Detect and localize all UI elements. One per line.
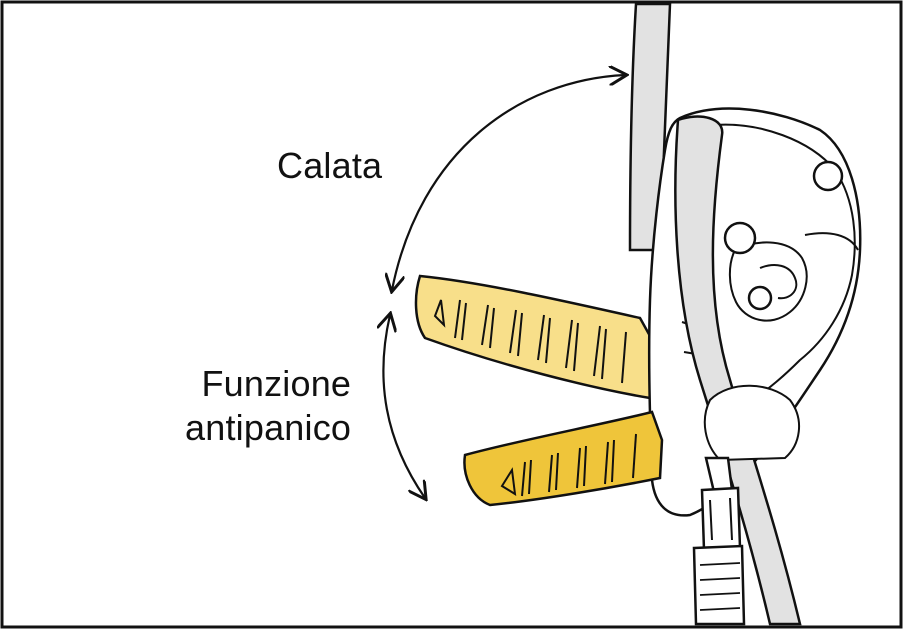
antipanic-label-line1: Funzione [201, 363, 352, 404]
lowering-label: Calata [277, 145, 383, 186]
rivet-bottom [747, 285, 773, 311]
device-cam-slot [759, 264, 798, 300]
rivet-top [812, 160, 844, 192]
lowering-arrow-icon [392, 75, 625, 290]
antipanic-label-line2: antipanico [185, 407, 352, 448]
handle-antipanic-ribs [500, 433, 637, 497]
device-rim [804, 232, 859, 251]
handle-lowering-ribs [433, 299, 627, 384]
carabiner [692, 456, 746, 626]
antipanic-label: Funzione antipanico [185, 362, 351, 450]
device-lower-shell [703, 384, 801, 462]
rope-main-strand [674, 115, 802, 626]
antipanic-arrow-icon [383, 315, 425, 498]
rivet-middle [723, 221, 757, 255]
